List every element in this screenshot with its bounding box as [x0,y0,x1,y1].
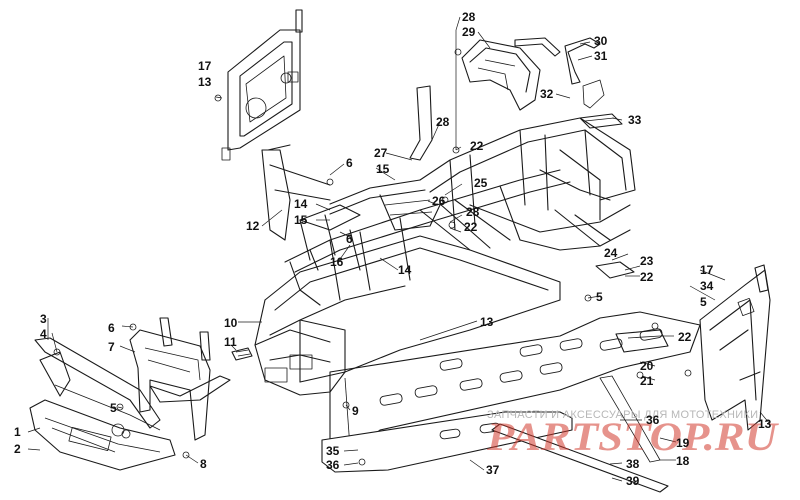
rear-side-rollbar [699,264,771,431]
callout-5: 5 [110,401,117,415]
callout-23: 23 [640,254,654,268]
callout-28: 28 [436,115,450,129]
front-bumper [29,337,176,471]
callout-17: 17 [198,59,212,73]
small-plate [231,347,253,361]
callout-34: 34 [700,279,714,293]
callout-26: 26 [432,194,446,208]
watermark: ЗАПЧАСТИ И АКСЕССУАРЫ ДЛЯ МОТОТЕХНИКИ PA… [486,409,779,459]
callout-33: 33 [628,113,642,127]
callout-39: 39 [626,474,640,488]
callout-11: 11 [224,335,237,349]
callout-14: 14 [398,263,412,277]
callout-15: 15 [294,213,308,227]
callout-10: 10 [224,316,238,330]
callout-31: 31 [594,49,608,63]
callout-13: 13 [480,315,494,329]
main-frame [254,85,636,396]
callout-13: 13 [758,417,772,431]
callout-38: 38 [626,457,640,471]
callout-37: 37 [486,463,500,477]
callout-36: 36 [646,413,660,427]
callout-19: 19 [676,436,690,450]
callout-9: 9 [352,404,359,418]
callout-21: 21 [640,374,654,388]
front-mount-bracket [129,317,231,441]
front-rollbar-panel [221,9,303,161]
callout-30: 30 [594,34,608,48]
callout-20: 20 [640,359,654,373]
callout-16: 16 [330,255,344,269]
callout-6: 6 [346,156,353,170]
callout-32: 32 [540,87,554,101]
callout-2: 2 [14,442,21,456]
callout-3: 3 [40,312,47,326]
callout-15: 15 [376,162,390,176]
callout-17: 17 [700,263,714,277]
callout-7: 7 [108,340,115,354]
callout-22: 22 [640,270,654,284]
callout-5: 5 [596,290,603,304]
callout-13: 13 [198,75,212,89]
callout-14: 14 [294,197,308,211]
watermark-caption: ЗАПЧАСТИ И АКСЕССУАРЫ ДЛЯ МОТОТЕХНИКИ [487,409,758,421]
rear-hitch-bracket [615,329,669,353]
callout-22: 22 [678,330,692,344]
callout-18: 18 [676,454,690,468]
callout-4: 4 [40,327,47,341]
callout-36: 36 [326,458,340,472]
callout-28: 28 [466,205,480,219]
callout-6: 6 [108,321,115,335]
rear-strap [579,113,623,129]
callout-12: 12 [246,219,260,233]
callout-labels: 1 2 3 4 5 5 5 6 6 6 7 8 9 10 11 12 13 13… [14,10,772,488]
callout-5: 5 [700,295,707,309]
rear-crossmember [595,261,635,279]
leader-lines [27,16,771,482]
callout-25: 25 [474,176,488,190]
callout-22: 22 [464,220,478,234]
rear-upper-bracket [461,37,605,111]
callout-22: 22 [470,139,484,153]
callout-6: 6 [346,232,353,246]
watermark-logo: PARTSTOP.RU [486,414,779,459]
callout-28: 28 [462,10,476,24]
callout-29: 29 [462,25,476,39]
callout-1: 1 [14,425,21,439]
skid-plate-main [329,311,701,457]
callout-35: 35 [326,444,340,458]
fasteners [53,48,692,466]
callout-24: 24 [604,246,618,260]
callout-27: 27 [374,146,388,160]
callout-8: 8 [200,457,207,471]
